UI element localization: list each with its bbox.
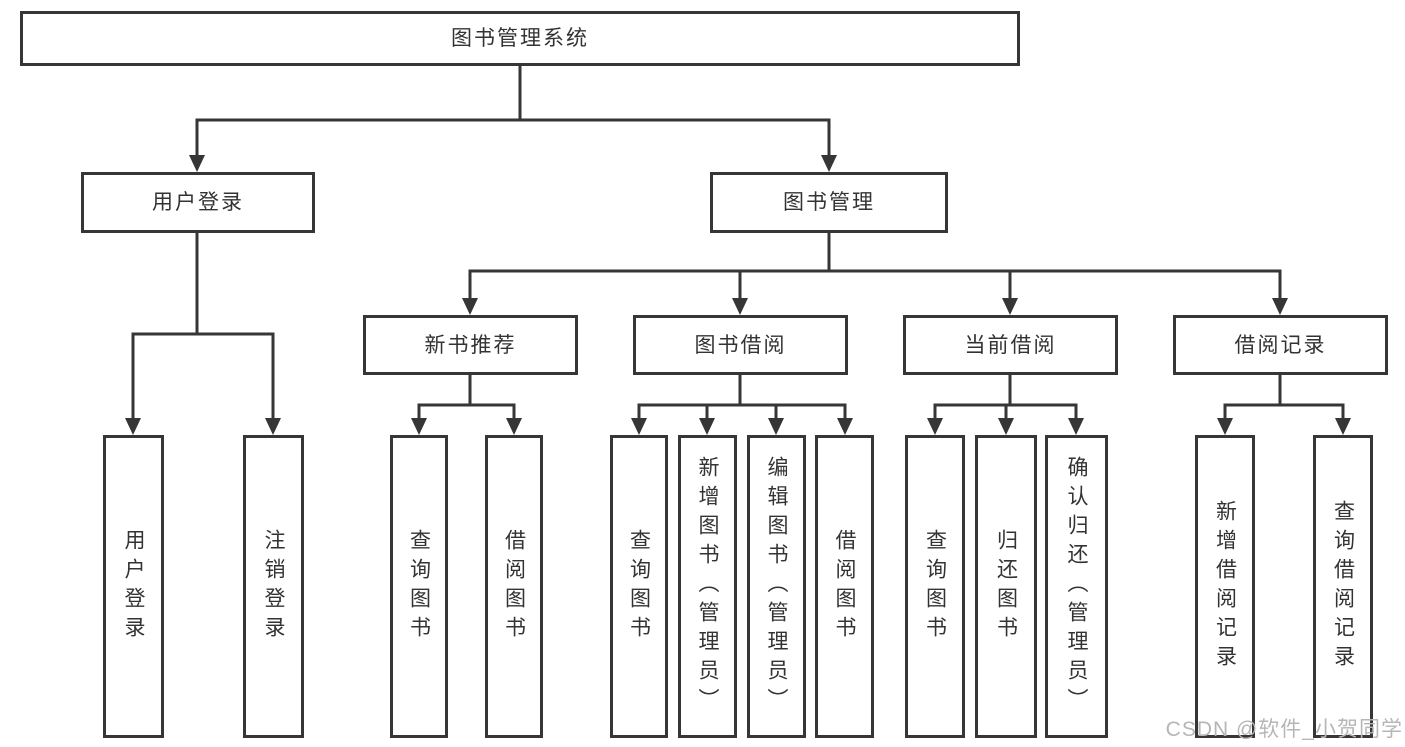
arrowhead-icon bbox=[125, 418, 141, 435]
leaf-logout-login: 注销登录 bbox=[243, 435, 304, 738]
leaf-query-borrow-record: 查询借阅记录 bbox=[1313, 435, 1373, 738]
node-library-management-system: 图书管理系统 bbox=[20, 11, 1020, 66]
leaf-borrow-books-recommend: 借阅图书 bbox=[485, 435, 543, 738]
arrowhead-icon bbox=[821, 155, 837, 172]
leaf-query-books-recommend: 查询图书 bbox=[390, 435, 448, 738]
leaf-confirm-return-admin: 确认归还（管理员） bbox=[1045, 435, 1108, 738]
arrowhead-icon bbox=[699, 418, 715, 435]
connectors-borrow-record-branch bbox=[1217, 375, 1351, 435]
leaf-query-books-current: 查询图书 bbox=[905, 435, 965, 738]
connectors-user-login-branch bbox=[125, 233, 281, 435]
arrowhead-icon bbox=[1335, 418, 1351, 435]
leaf-add-borrow-record: 新增借阅记录 bbox=[1195, 435, 1255, 738]
arrowhead-icon bbox=[1217, 418, 1233, 435]
node-current-borrowing: 当前借阅 bbox=[903, 315, 1118, 375]
arrowhead-icon bbox=[1272, 298, 1288, 315]
arrowhead-icon bbox=[265, 418, 281, 435]
leaf-borrow-books-borrowing: 借阅图书 bbox=[815, 435, 874, 738]
arrowhead-icon bbox=[631, 418, 647, 435]
connectors-new-book-branch bbox=[411, 375, 522, 435]
arrowhead-icon bbox=[768, 418, 784, 435]
node-book-borrowing: 图书借阅 bbox=[633, 315, 848, 375]
leaf-user-login: 用户登录 bbox=[103, 435, 164, 738]
arrowhead-icon bbox=[837, 418, 853, 435]
arrowhead-icon bbox=[189, 155, 205, 172]
leaf-add-book-admin: 新增图书（管理员） bbox=[678, 435, 737, 738]
node-user-login: 用户登录 bbox=[81, 172, 315, 233]
node-new-book-recommendation: 新书推荐 bbox=[363, 315, 578, 375]
arrowhead-icon bbox=[998, 418, 1014, 435]
connectors-current-borrow-branch bbox=[927, 375, 1084, 435]
arrowhead-icon bbox=[506, 418, 522, 435]
leaf-return-books: 归还图书 bbox=[975, 435, 1037, 738]
connectors-book-borrow-branch bbox=[631, 375, 853, 435]
arrowhead-icon bbox=[1068, 418, 1084, 435]
watermark: CSDN @软件_小贺同学 bbox=[1165, 718, 1403, 741]
connectors-root-to-level2 bbox=[189, 66, 837, 172]
arrowhead-icon bbox=[1002, 298, 1018, 315]
node-borrowing-records: 借阅记录 bbox=[1173, 315, 1388, 375]
arrowhead-icon bbox=[927, 418, 943, 435]
leaf-edit-book-admin: 编辑图书（管理员） bbox=[747, 435, 806, 738]
arrowhead-icon bbox=[411, 418, 427, 435]
leaf-query-books-borrowing: 查询图书 bbox=[610, 435, 668, 738]
arrowhead-icon bbox=[462, 298, 478, 315]
node-book-management: 图书管理 bbox=[710, 172, 948, 233]
connectors-book-management-branch bbox=[462, 233, 1288, 315]
arrowhead-icon bbox=[732, 298, 748, 315]
